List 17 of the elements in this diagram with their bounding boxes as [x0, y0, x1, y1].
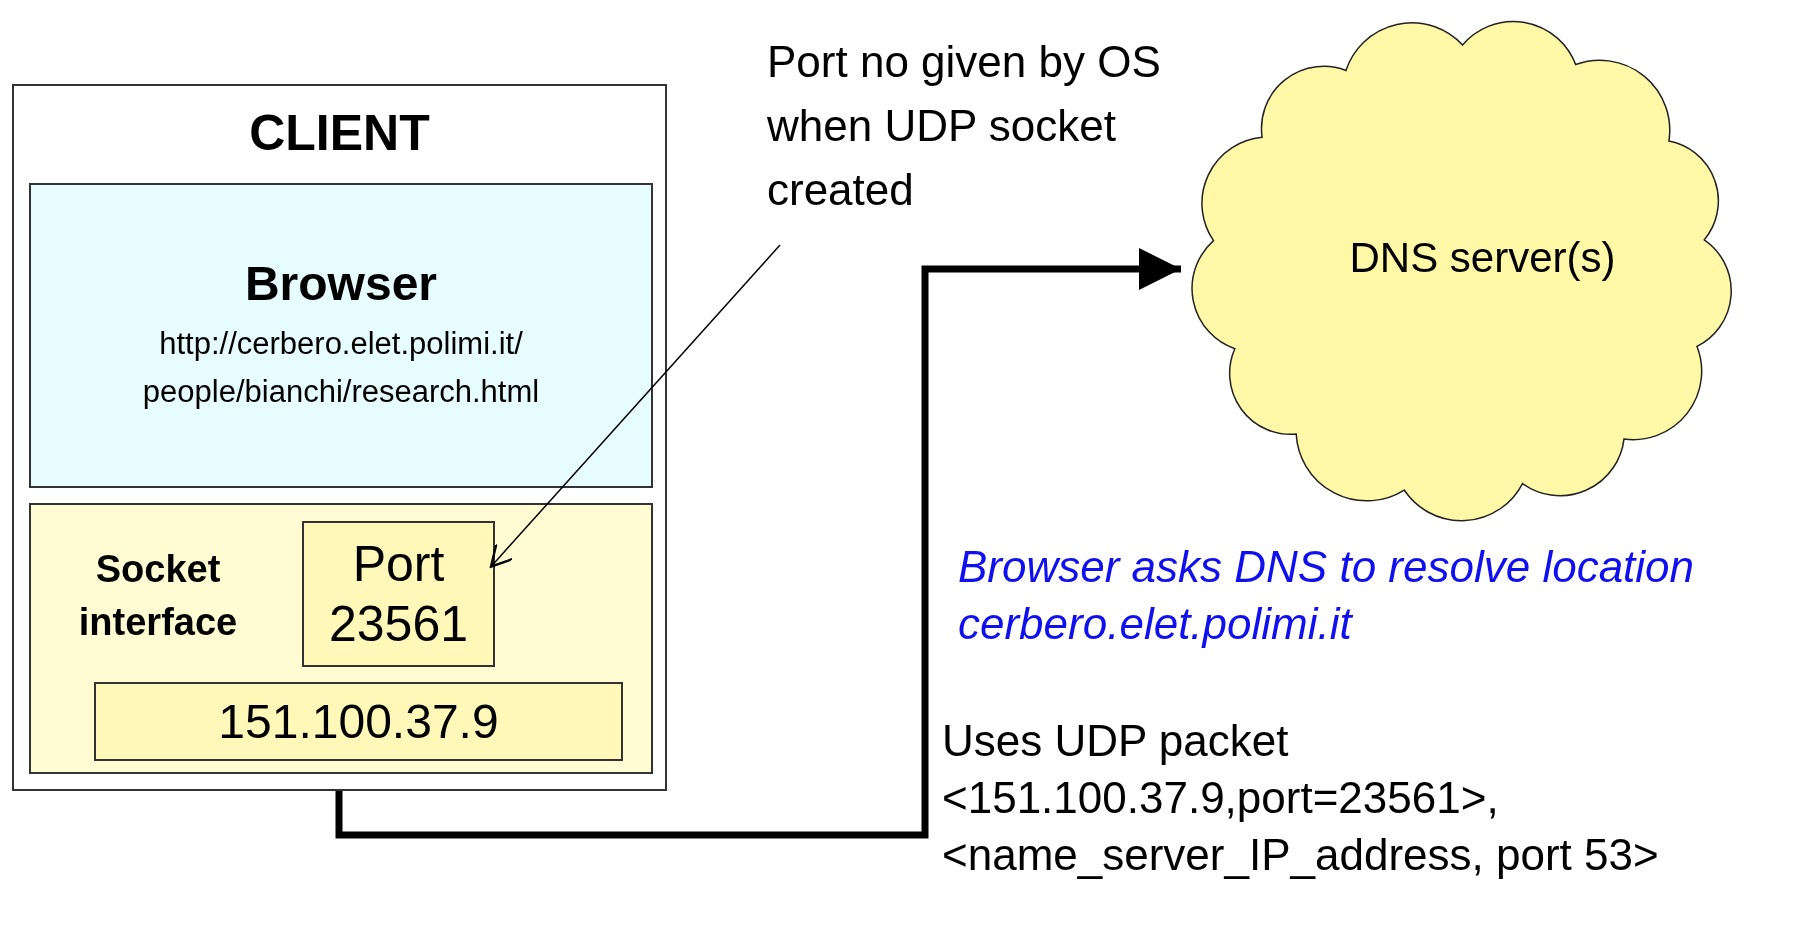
annotation-text: Browser asks DNS to resolve location cerbero.elet.polimi.it — [958, 541, 1696, 651]
ip-address-box — [94, 682, 623, 761]
socket-interface-label: Socket interface — [77, 547, 239, 646]
url-text: http://cerbero.elet.polimi.it/ people/bianchi/research.html — [141, 325, 541, 412]
packet-description: Uses UDP packet <151.100.37.9,port=23561>, <name_server_IP_address, port 53> — [942, 715, 1660, 882]
client-box — [12, 84, 667, 791]
port-number-text: Port 23561 — [327, 535, 469, 654]
socket-box — [29, 503, 653, 774]
port-box — [302, 521, 495, 667]
ip-address-text: 151.100.37.9 — [218, 693, 499, 750]
leader-line — [489, 244, 781, 568]
connector-arrow — [335, 248, 1181, 839]
browser-title: Browser — [244, 255, 438, 312]
browser-box — [29, 183, 653, 488]
annotation-text: Port no given by OS when UDP socket created — [767, 30, 1167, 250]
server-label: DNS server(s) — [1349, 233, 1616, 282]
client-title: CLIENT — [248, 108, 431, 158]
